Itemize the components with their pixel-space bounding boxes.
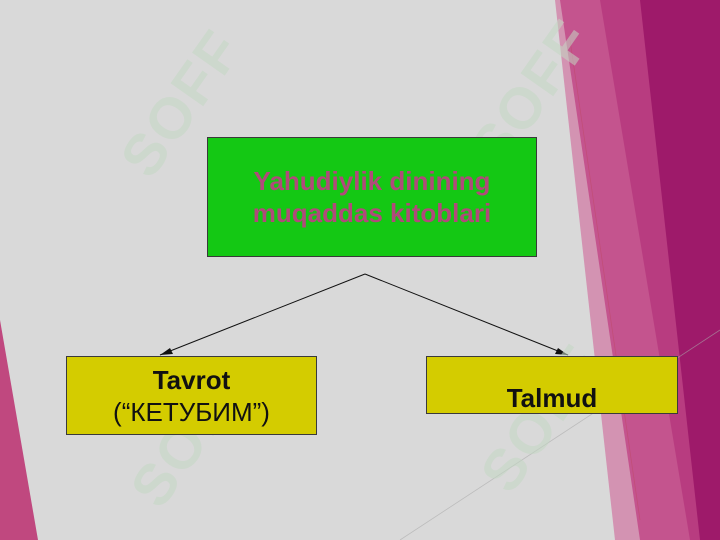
child-node-title: Talmud	[506, 383, 598, 413]
arrowhead-right	[555, 348, 568, 355]
root-node: Yahudiylik dinining muqaddas kitoblari	[207, 137, 537, 257]
child-node-title: Tavrot	[152, 364, 231, 395]
root-node-line1: Yahudiylik dinining	[253, 166, 491, 196]
arrowhead-left	[160, 348, 173, 355]
child-node-talmud: Talmud	[426, 356, 678, 414]
root-node-label: Yahudiylik dinining muqaddas kitoblari	[253, 165, 491, 229]
connector-left	[159, 273, 366, 356]
child-node-tavrot: Tavrot (“КЕТУБИМ”)	[66, 356, 317, 435]
connector-right	[364, 273, 569, 356]
child-node-subtitle: (“КЕТУБИМ”)	[113, 396, 270, 427]
root-node-line2: muqaddas kitoblari	[252, 198, 492, 228]
